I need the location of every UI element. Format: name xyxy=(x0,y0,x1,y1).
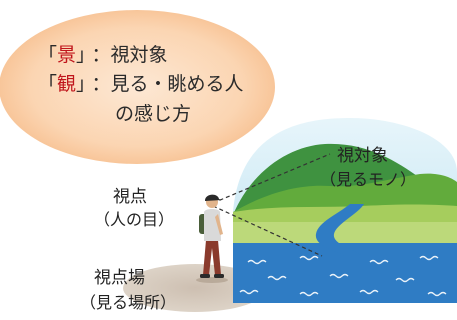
view-object-label: 視対象 xyxy=(337,146,388,166)
bracket-open: 「 xyxy=(38,73,58,95)
definition-line-feeling: の感じ方 xyxy=(115,103,192,125)
person-icon xyxy=(196,194,228,283)
bracket-close: 」 xyxy=(76,73,86,95)
bracket-open: 「 xyxy=(38,44,58,66)
bracket-close: 」 xyxy=(76,44,86,66)
definition-line-kan: 「観」：見る・眺める人 xyxy=(38,73,244,95)
definition-kan-text: ：見る・眺める人 xyxy=(91,73,244,95)
sight-lines xyxy=(212,153,331,257)
hill-icon xyxy=(233,118,457,303)
term-kan: 観 xyxy=(57,73,77,95)
term-kei: 景 xyxy=(57,44,77,66)
definition-kei-text: ：視対象 xyxy=(91,44,168,66)
viewpoint-label: 視点 xyxy=(113,187,147,207)
view-object-sub-label: （見るモノ） xyxy=(320,170,417,189)
viewpoint-place-label: 視点場 xyxy=(94,268,145,288)
viewpoint-sub-label: （人の目） xyxy=(94,210,175,229)
river-icon xyxy=(315,204,364,256)
definition-line-kei: 「景」：視対象 xyxy=(38,44,168,66)
viewpoint-place-ground xyxy=(123,264,267,312)
viewpoint-place-sub-label: （見る場所） xyxy=(80,293,177,312)
thought-bubble xyxy=(0,10,275,164)
